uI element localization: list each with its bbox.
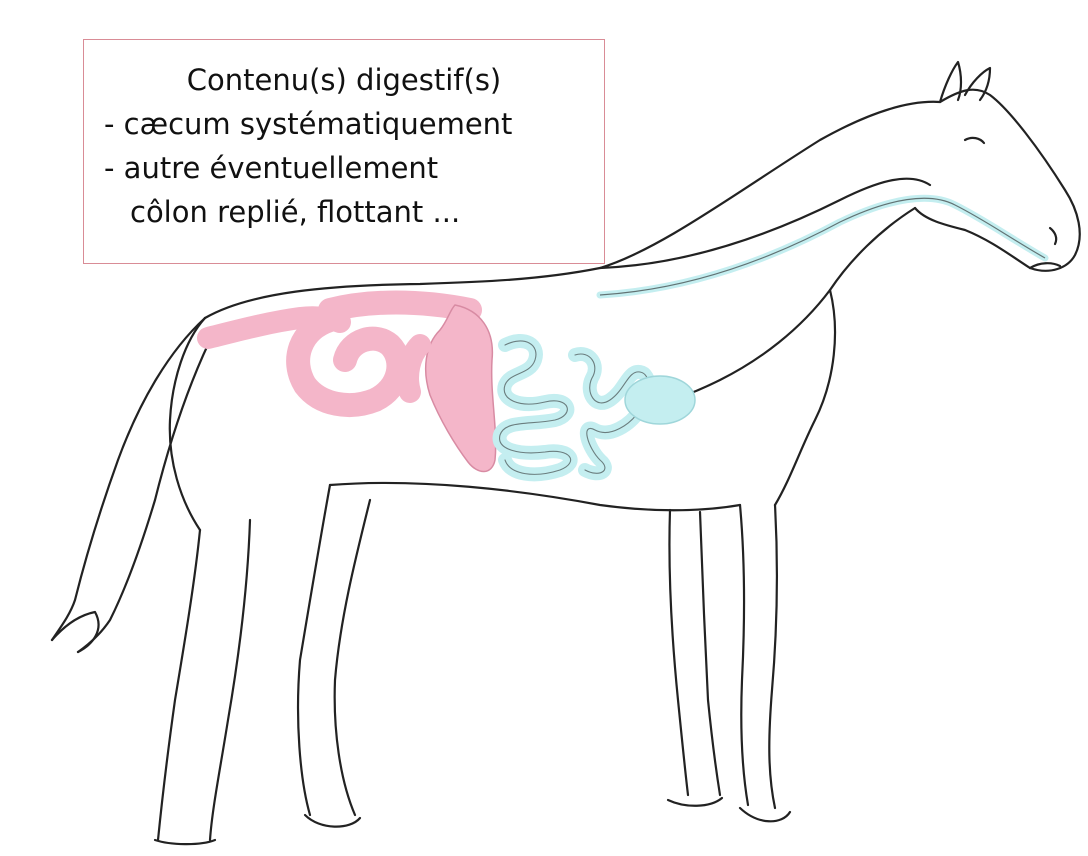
note-line-other: - autre éventuellement — [104, 146, 438, 190]
note-line-colon: côlon replié, flottant ... — [130, 190, 460, 234]
large-intestine — [208, 303, 496, 472]
esophagus — [600, 198, 1045, 295]
note-title: Contenu(s) digestif(s) — [84, 58, 604, 102]
note-line-caecum: - cæcum systématiquement — [104, 102, 512, 146]
note-box: Contenu(s) digestif(s) - cæcum systémati… — [83, 39, 605, 264]
stomach — [625, 376, 695, 424]
